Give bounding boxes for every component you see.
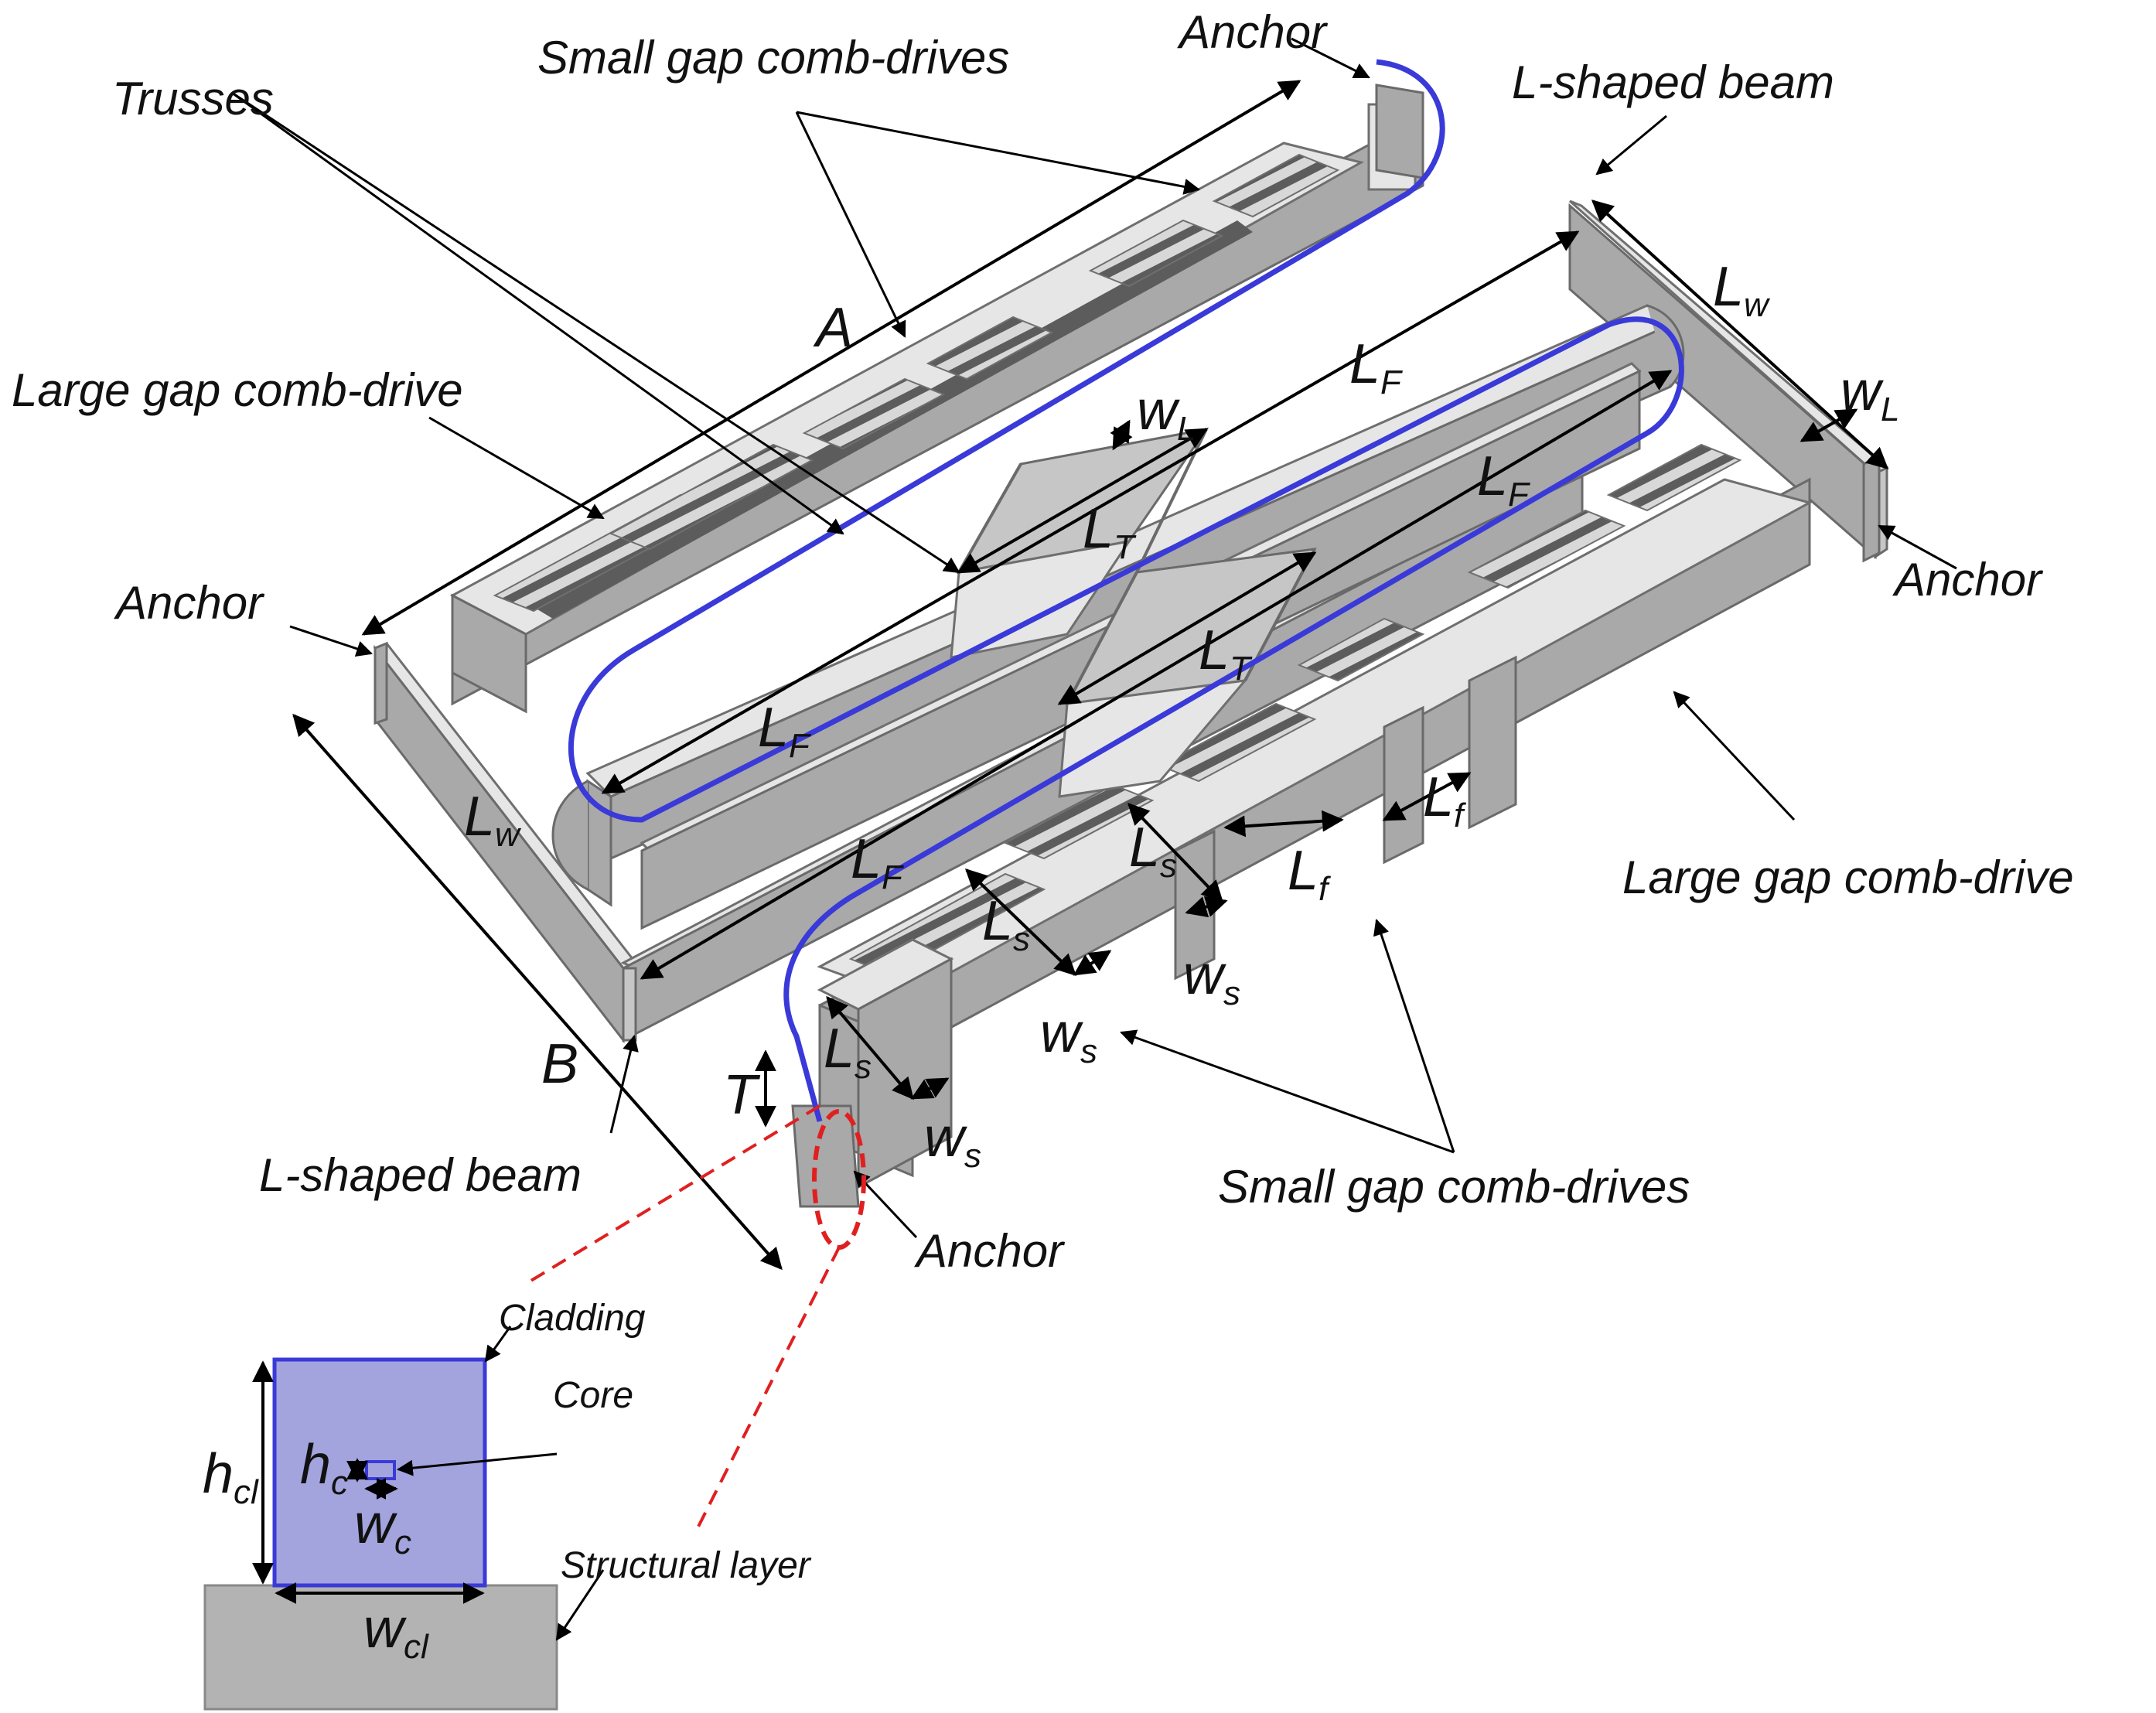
anchors (374, 84, 1881, 1208)
label-LT-1: LT (1083, 498, 1137, 566)
structural-layer-rect (203, 1584, 558, 1711)
anchor-top (1375, 84, 1424, 179)
label-wL-right: wL (1840, 360, 1899, 428)
dimension-lines (292, 80, 1889, 1271)
label-wL-center: wL (1137, 380, 1196, 448)
label-small-gap-comb-drives-top: Small gap comb-drives (537, 32, 1009, 84)
label-anchor-top: Anchor (1177, 6, 1328, 58)
anchor-right (1862, 454, 1881, 563)
cross-section-cut-marker (524, 1104, 866, 1532)
anchor-left (374, 641, 388, 725)
label-large-gap-comb-drive-left: Large gap comb-drive (12, 364, 463, 416)
label-LF-4: LF (851, 828, 904, 896)
label-ws-2: ws (1040, 1002, 1097, 1070)
label-LF-1: LF (1349, 333, 1403, 401)
dim-label-A: A (813, 297, 853, 359)
label-structural-layer: Structural layer (561, 1545, 812, 1586)
label-ws-3: ws (924, 1107, 981, 1175)
label-Ls-3: Ls (824, 1018, 872, 1086)
label-anchor-bottom: Anchor (914, 1225, 1065, 1277)
dim-label-T: T (723, 1064, 761, 1126)
label-anchor-left: Anchor (114, 577, 264, 629)
label-LF-3: LF (758, 697, 811, 765)
label-ws-1: ws (1183, 944, 1240, 1012)
label-small-gap-comb-drives-bottom: Small gap comb-drives (1218, 1161, 1690, 1213)
label-Lw-left: Lw (464, 786, 522, 854)
cross-section-inset (203, 1326, 605, 1711)
label-Ls-2: Ls (982, 890, 1030, 958)
label-Lf-1: Lf (1423, 766, 1467, 834)
label-large-gap-comb-drive-right: Large gap comb-drive (1622, 851, 2074, 903)
label-l-shaped-beam-bottom: L-shaped beam (259, 1149, 582, 1201)
label-wcl: wcl (363, 1598, 429, 1666)
label-l-shaped-beam-top: L-shaped beam (1512, 56, 1834, 108)
label-anchor-right: Anchor (1892, 554, 2043, 606)
label-cladding: Cladding (499, 1298, 646, 1339)
label-wc: wc (354, 1493, 411, 1561)
anchor-bottom (791, 1104, 860, 1208)
label-LF-2: LF (1477, 445, 1530, 514)
label-core: Core (553, 1375, 633, 1416)
cladding-rect (272, 1357, 487, 1588)
label-Lf-2: Lf (1288, 840, 1332, 908)
text-labels: Anchor Small gap comb-drives Trusses L-s… (12, 6, 2074, 1666)
label-hc: hc (300, 1434, 348, 1502)
label-Lw-right: Lw (1713, 256, 1771, 324)
label-Ls-1: Ls (1129, 817, 1177, 885)
label-LT-2: LT (1199, 619, 1253, 688)
label-trusses: Trusses (112, 73, 274, 125)
dim-label-B: B (541, 1033, 578, 1095)
label-hcl: hcl (203, 1443, 259, 1511)
